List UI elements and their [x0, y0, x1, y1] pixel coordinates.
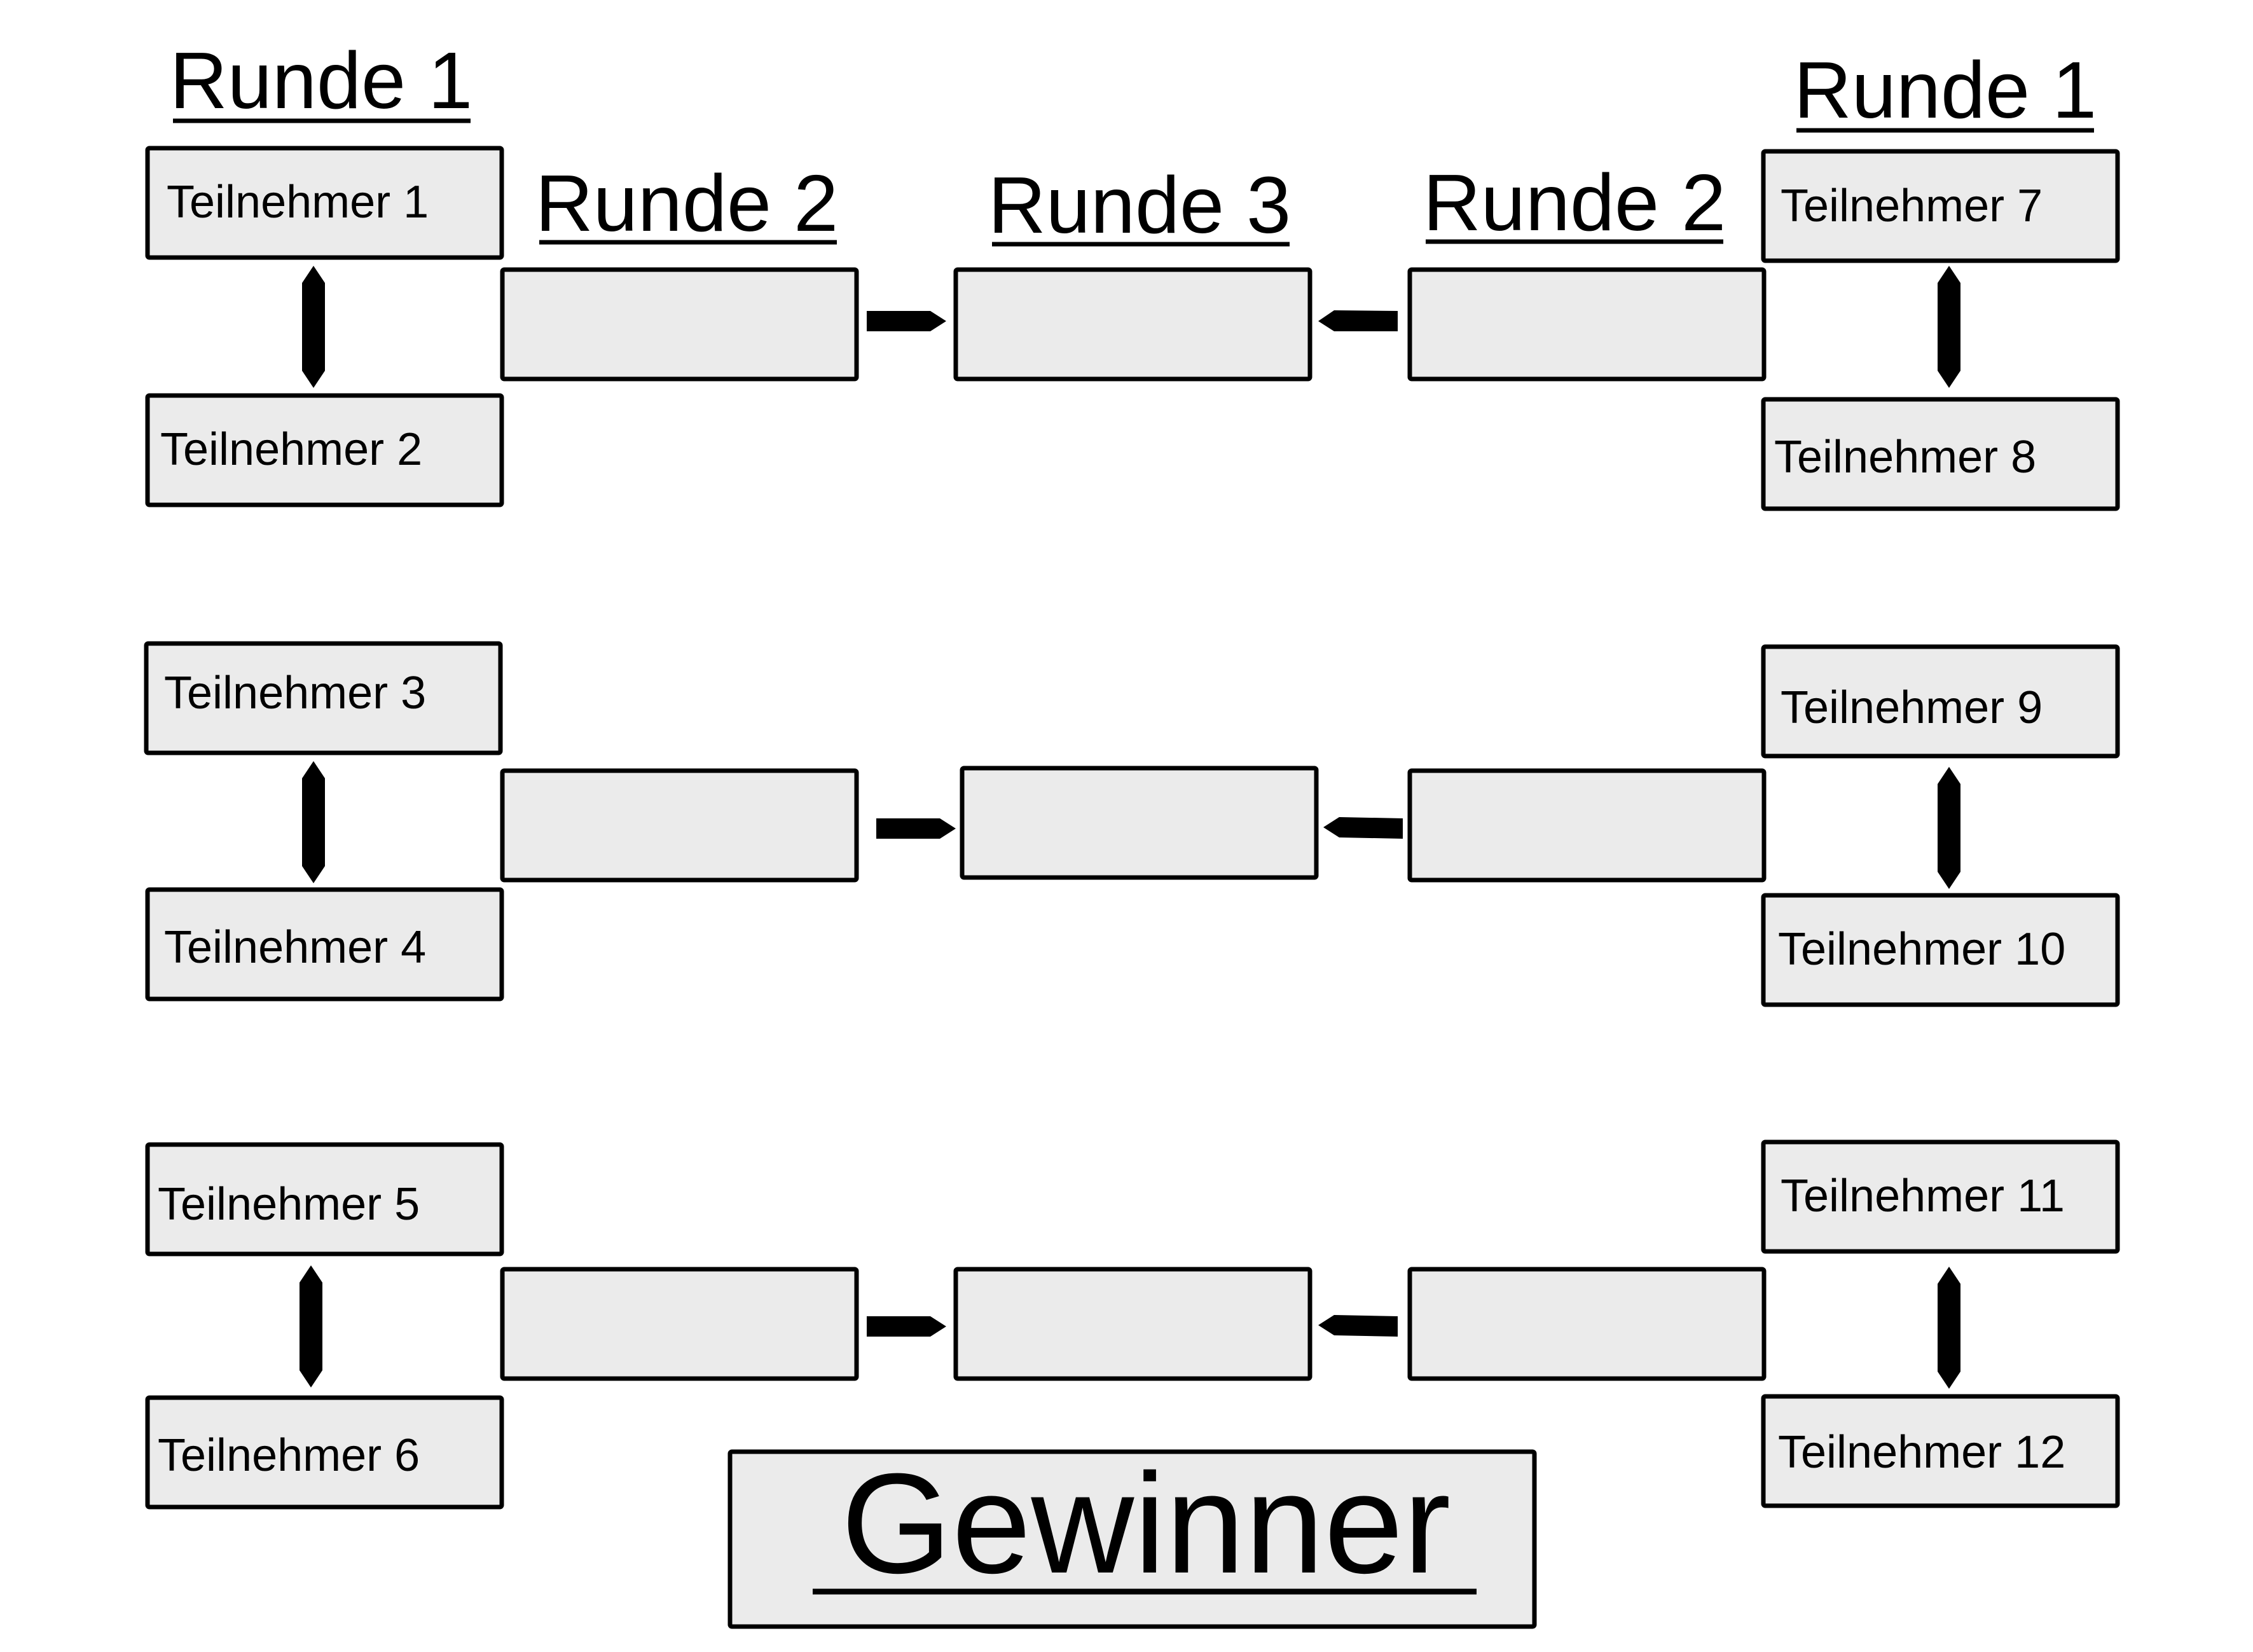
advancement-slots: [500, 267, 1767, 1381]
participant-box-4: [145, 887, 504, 1002]
center-round3-slot: [960, 766, 1319, 880]
participant-box-6: [145, 1395, 504, 1510]
left-round2-slot: [500, 1267, 859, 1381]
winner-box: Gewinner: [727, 1444, 1537, 1629]
participant-box-1: [145, 146, 504, 260]
header-right-round2: Runde 2: [1423, 158, 1726, 247]
header-left-round2: Runde 2: [535, 158, 838, 248]
participant-box-8: [1761, 397, 2120, 511]
header-right-round1: Runde 1: [1794, 45, 2097, 135]
left-round2-slot: [500, 267, 859, 382]
left-round1-boxes: Teilnehmer 1 Teilnehmer 2 Teilnehmer 3 T…: [144, 146, 504, 1510]
participant-box-10: [1761, 893, 2120, 1007]
participant-label-5: Teilnehmer 5: [158, 1179, 420, 1230]
arrow-right-icon: [867, 1316, 946, 1337]
participant-box-9: [1761, 644, 2120, 759]
participant-box-11: [1761, 1139, 2120, 1254]
arrow-left-icon: [1318, 1315, 1398, 1337]
header-center-round3: Runde 3: [988, 160, 1291, 250]
participant-box-12: [1761, 1394, 2120, 1508]
arrow-right-icon: [867, 311, 946, 331]
pair-connectors: [300, 266, 1960, 1389]
center-round3-slot: [953, 1267, 1313, 1381]
double-arrow-icon: [302, 266, 325, 388]
winner-label: Gewinner: [841, 1444, 1451, 1603]
participant-label-12: Teilnehmer 12: [1778, 1427, 2065, 1478]
header-left-round1: Runde 1: [170, 36, 472, 125]
participant-label-8: Teilnehmer 8: [1774, 432, 2036, 483]
right-round2-slot: [1407, 1267, 1767, 1381]
participant-label-10: Teilnehmer 10: [1778, 924, 2065, 975]
participant-label-6: Teilnehmer 6: [158, 1430, 420, 1481]
advance-arrows: [867, 310, 1403, 1337]
right-round2-slot: [1407, 267, 1767, 382]
participant-box-2: [145, 393, 504, 507]
winner-frame: [727, 1449, 1537, 1629]
center-round3-slot: [953, 267, 1313, 382]
double-arrow-icon: [302, 761, 325, 883]
participant-label-3: Teilnehmer 3: [164, 668, 426, 719]
round-headers: Runde 1 Runde 2 Runde 3 Runde 2 Runde 1: [170, 36, 2097, 250]
right-round2-slot: [1407, 768, 1767, 883]
participant-box-7: [1761, 149, 2120, 263]
double-arrow-icon: [300, 1265, 322, 1387]
participant-label-4: Teilnehmer 4: [164, 922, 426, 973]
double-arrow-icon: [1938, 266, 1960, 388]
arrow-left-icon: [1323, 817, 1403, 839]
participant-label-9: Teilnehmer 9: [1781, 682, 2043, 733]
right-round1-boxes: Teilnehmer 7 Teilnehmer 8 Teilnehmer 9 T…: [1761, 149, 2120, 1508]
participant-label-2: Teilnehmer 2: [160, 424, 422, 475]
left-round2-slot: [500, 768, 859, 883]
participant-label-11: Teilnehmer 11: [1781, 1171, 2065, 1222]
double-arrow-icon: [1938, 767, 1960, 889]
arrow-right-icon: [876, 818, 956, 839]
participant-label-7: Teilnehmer 7: [1781, 181, 2043, 231]
participant-box-5: [145, 1142, 504, 1256]
participant-box-3: [144, 641, 503, 755]
arrow-left-icon: [1318, 310, 1398, 331]
participant-label-1: Teilnehmer 1: [167, 177, 429, 228]
double-arrow-icon: [1938, 1267, 1960, 1389]
